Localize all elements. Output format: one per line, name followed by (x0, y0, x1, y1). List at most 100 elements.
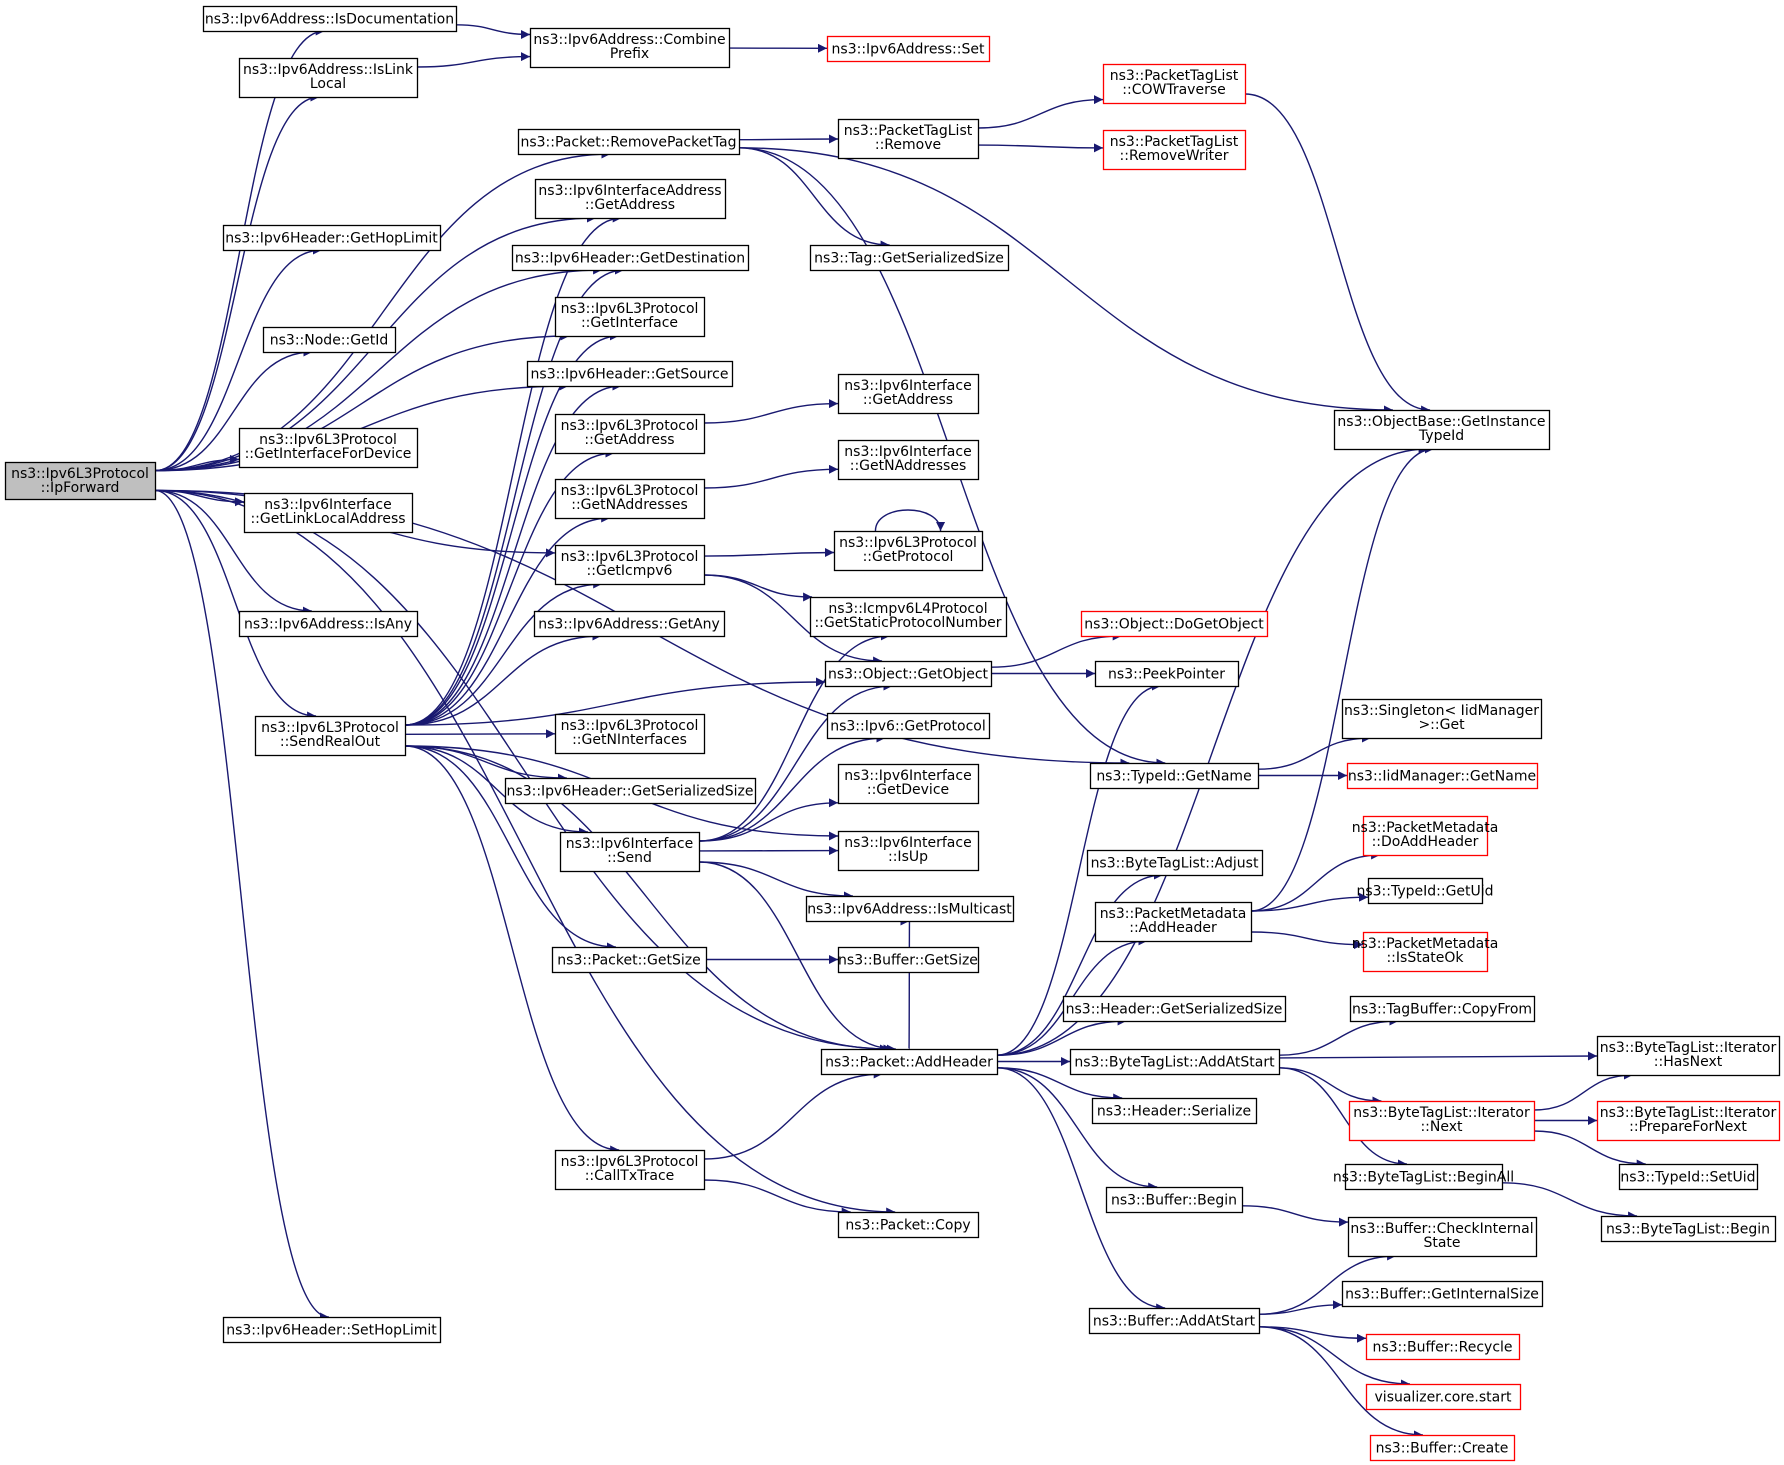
node-box (202, 5, 458, 33)
edge-sendrealout-to-getdest (404, 265, 625, 726)
edge-sendrealout-to-getany (404, 631, 602, 726)
node-isstateok[interactable]: ns3::PacketMetadata::IsStateOk (1352, 931, 1499, 973)
node-calltx[interactable]: ns3::Ipv6L3Protocol::CallTxTrace (554, 1149, 706, 1191)
node-getinternal[interactable]: ns3::Buffer::GetInternalSize (1341, 1280, 1544, 1308)
node-btlbegin[interactable]: ns3::ByteTagList::Begin (1600, 1215, 1777, 1243)
node-getobject[interactable]: ns3::Object::GetObject (824, 660, 993, 688)
node-linklocal[interactable]: ns3::Ipv6Interface::GetLinkLocalAddress (243, 492, 414, 534)
node-label: ::CallTxTrace (585, 1168, 675, 1184)
node-gethoplimit[interactable]: ns3::Ipv6Header::GetHopLimit (222, 224, 442, 252)
node-removetag[interactable]: ns3::Packet::RemovePacketTag (517, 128, 741, 156)
node-label: ns3::Packet::RemovePacketTag (520, 135, 736, 151)
node-getuid[interactable]: ns3::TypeId::GetUid (1356, 877, 1494, 905)
node-bufcreate[interactable]: ns3::Buffer::Create (1369, 1434, 1516, 1462)
node-label: ns3::PacketTagList (844, 123, 973, 139)
node-sethoplimit[interactable]: ns3::Ipv6Header::SetHopLimit (222, 1316, 442, 1344)
node-ipv6set[interactable]: ns3::Ipv6Address::Set (826, 35, 991, 63)
node-hdrsersize[interactable]: ns3::Ipv6Header::GetSerializedSize (504, 777, 757, 805)
node-label: ns3::Ipv6L3Protocol (259, 432, 397, 448)
node-label: ns3::Ipv6L3Protocol (561, 483, 699, 499)
node-getsource[interactable]: ns3::Ipv6Header::GetSource (526, 360, 734, 388)
node-btladdatstart[interactable]: ns3::ByteTagList::AddAtStart (1069, 1048, 1281, 1076)
node-copyfrom[interactable]: ns3::TagBuffer::CopyFrom (1349, 995, 1536, 1023)
node-pktgetsize[interactable]: ns3::Packet::GetSize (551, 946, 708, 974)
node-pmdoadd[interactable]: ns3::PacketMetadata::DoAddHeader (1352, 815, 1499, 857)
edge-sendrealout-to-l3getaddr (404, 448, 615, 726)
node-getniface[interactable]: ns3::Ipv6L3Protocol::GetNInterfaces (554, 713, 706, 755)
node-ifgetaddr[interactable]: ns3::Ipv6Interface::GetAddress (837, 373, 980, 415)
node-l3getnaddr[interactable]: ns3::Ipv6L3Protocol::GetNAddresses (554, 478, 706, 520)
node-label: ::IsStateOk (1386, 950, 1464, 966)
node-bufaddatstart[interactable]: ns3::Buffer::AddAtStart (1088, 1307, 1261, 1335)
node-ifsend[interactable]: ns3::Ipv6Interface::Send (559, 831, 701, 873)
node-cow[interactable]: ns3::PacketTagList::COWTraverse (1102, 63, 1247, 105)
edge-ifsend-to-ismulticast (698, 861, 853, 901)
node-setuid[interactable]: ns3::TypeId::SetUid (1618, 1163, 1759, 1191)
node-box (554, 1149, 706, 1191)
node-ifaddrget[interactable]: ns3::Ipv6InterfaceAddress::GetAddress (534, 178, 727, 220)
node-typeidname[interactable]: ns3::TypeId::GetName (1089, 762, 1260, 790)
node-hasnext[interactable]: ns3::ByteTagList::Iterator::HasNext (1596, 1035, 1781, 1077)
node-isany[interactable]: ns3::Ipv6Address::IsAny (238, 610, 419, 638)
node-icmpstatic[interactable]: ns3::Icmpv6L4Protocol::GetStaticProtocol… (809, 596, 1008, 638)
node-geticmpv6[interactable]: ns3::Ipv6L3Protocol::GetIcmpv6 (554, 544, 706, 586)
node-root[interactable]: ns3::Ipv6L3Protocol::IpForward (4, 461, 157, 501)
node-l3getaddr[interactable]: ns3::Ipv6L3Protocol::GetAddress (554, 413, 706, 455)
edge-btladdatstart-to-itnext (1278, 1067, 1382, 1106)
node-ifgetnaddr[interactable]: ns3::Ipv6Interface::GetNAddresses (837, 439, 980, 481)
node-tagsersize[interactable]: ns3::Tag::GetSerializedSize (809, 244, 1010, 272)
node-hdrgetsersize[interactable]: ns3::Header::GetSerializedSize (1062, 995, 1287, 1023)
node-ipv6getproto[interactable]: ns3::Ipv6::GetProtocol (826, 712, 991, 740)
node-getdest[interactable]: ns3::Ipv6Header::GetDestination (511, 244, 750, 272)
node-box (554, 544, 706, 586)
edge-addheader-to-hdrgetsersize (996, 1016, 1127, 1056)
node-isup[interactable]: ns3::Ipv6Interface::IsUp (837, 830, 980, 872)
node-prepnext[interactable]: ns3::ByteTagList::Iterator::PrepareForNe… (1596, 1100, 1781, 1142)
node-label: ns3::Ipv6Interface (844, 444, 971, 460)
node-label: Prefix (610, 46, 649, 62)
node-recycle[interactable]: ns3::Buffer::Recycle (1365, 1333, 1521, 1361)
node-getany[interactable]: ns3::Ipv6Address::GetAny (533, 610, 726, 638)
node-beginall[interactable]: ns3::ByteTagList::BeginAll (1333, 1163, 1514, 1191)
node-pmaddheader[interactable]: ns3::PacketMetadata::AddHeader (1094, 901, 1253, 943)
edge-ifsend-to-icmpstatic (698, 631, 890, 842)
node-hdrserialize[interactable]: ns3::Header::Serialize (1091, 1097, 1258, 1125)
node-getdevice[interactable]: ns3::Ipv6Interface::GetDevice (837, 763, 980, 805)
node-isdoc[interactable]: ns3::Ipv6Address::IsDocumentation (202, 5, 458, 33)
edge-root-to-ifacefordev (154, 454, 240, 472)
node-singleton[interactable]: ns3::Singleton< IidManager>::Get (1341, 698, 1543, 740)
node-dogetobject[interactable]: ns3::Object::DoGetObject (1080, 610, 1269, 638)
node-peek[interactable]: ns3::PeekPointer (1094, 660, 1240, 688)
node-box (243, 492, 414, 534)
node-nodeid[interactable]: ns3::Node::GetId (262, 326, 397, 354)
node-bufgetsize[interactable]: ns3::Buffer::GetSize (837, 946, 980, 974)
node-removewriter[interactable]: ns3::PacketTagList::RemoveWriter (1102, 129, 1247, 171)
node-iidname[interactable]: ns3::IidManager::GetName (1346, 762, 1539, 790)
node-ptlremove[interactable]: ns3::PacketTagList::Remove (837, 118, 980, 160)
node-itnext[interactable]: ns3::ByteTagList::Iterator::Next (1348, 1100, 1536, 1142)
node-btladjust[interactable]: ns3::ByteTagList::Adjust (1086, 849, 1264, 877)
node-label: ::PrepareForNext (1629, 1119, 1747, 1135)
node-getiface[interactable]: ns3::Ipv6L3Protocol::GetInterface (554, 296, 706, 338)
node-ifacefordev[interactable]: ns3::Ipv6L3Protocol::GetInterfaceForDevi… (238, 427, 419, 469)
node-ismulticast[interactable]: ns3::Ipv6Address::IsMulticast (805, 895, 1015, 923)
edge-btladdatstart-to-beginall (1278, 1067, 1407, 1169)
node-label: ns3::Ipv6InterfaceAddress (538, 183, 721, 199)
node-label: ns3::TypeId::SetUid (1620, 1170, 1755, 1186)
node-box (1365, 1383, 1522, 1411)
node-addheader[interactable]: ns3::Packet::AddHeader (820, 1048, 999, 1076)
node-bufbegin[interactable]: ns3::Buffer::Begin (1105, 1186, 1244, 1214)
edge-itnext-to-hasnext (1533, 1070, 1633, 1111)
node-vizstart[interactable]: visualizer.core.start (1365, 1383, 1522, 1411)
node-label: ::IsUp (888, 849, 928, 865)
node-label: ns3::PacketMetadata (1352, 936, 1499, 952)
node-pktcopy[interactable]: ns3::Packet::Copy (837, 1211, 980, 1239)
node-label: ns3::Ipv6Header::GetDestination (515, 251, 745, 267)
node-getprotocol[interactable]: ns3::Ipv6L3Protocol::GetProtocol (833, 530, 984, 572)
edge-bufaddatstart-to-checkinternal (1258, 1251, 1397, 1315)
node-sendrealout[interactable]: ns3::Ipv6L3Protocol::SendRealOut (254, 715, 407, 757)
